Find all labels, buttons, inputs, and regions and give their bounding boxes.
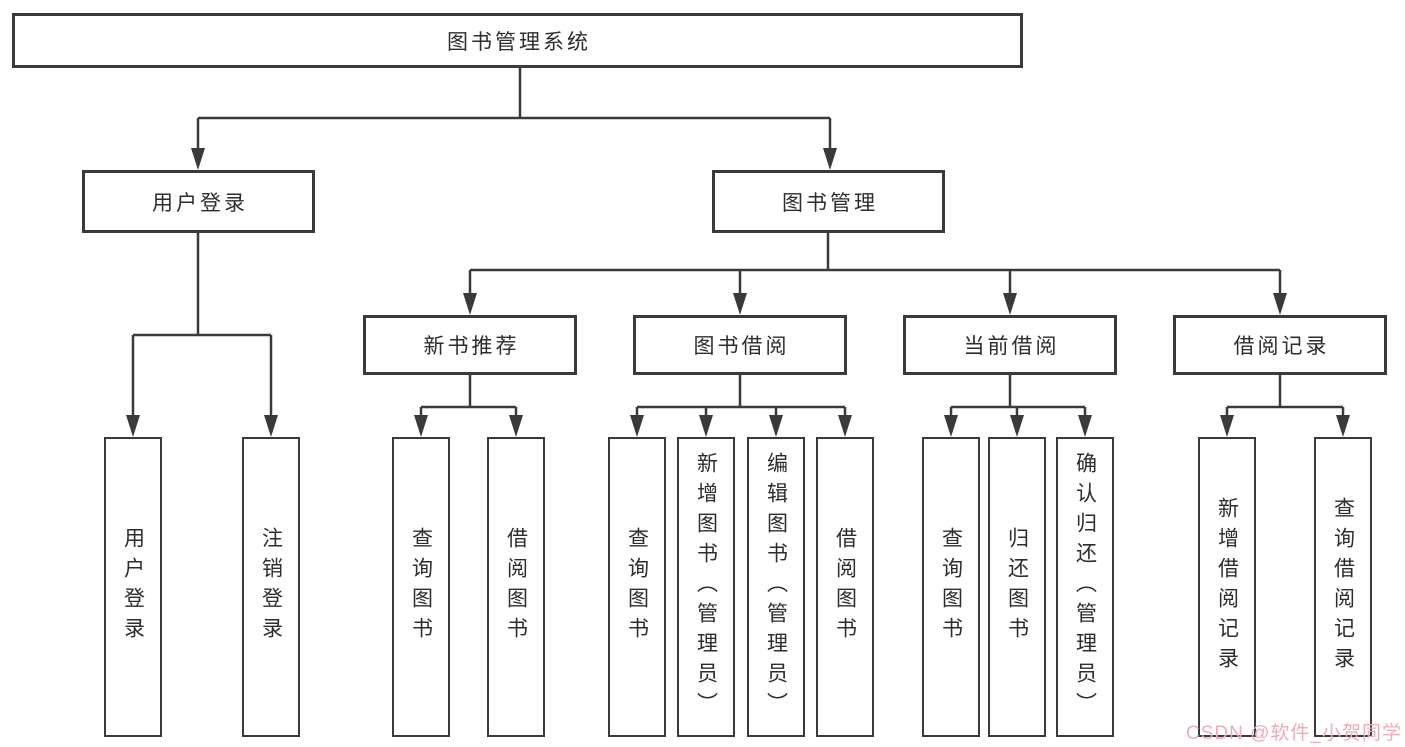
leaf-confirm-return-admin: 确认归还（管理员）: [1056, 437, 1114, 737]
leaf-query-books-recommend: 查询图书: [392, 437, 450, 737]
leaf-add-borrow-record: 新增借阅记录: [1198, 437, 1256, 737]
branch-book-management: 图书管理: [712, 170, 945, 233]
section-book-borrow: 图书借阅: [633, 315, 847, 375]
branch-user-login: 用户登录: [82, 170, 315, 233]
leaf-query-borrow-record: 查询借阅记录: [1314, 437, 1372, 737]
leaf-borrow-books-recommend: 借阅图书: [487, 437, 545, 737]
leaf-query-books-current: 查询图书: [922, 437, 980, 737]
leaf-query-books-borrow: 查询图书: [608, 437, 666, 737]
section-new-book-recommend: 新书推荐: [363, 315, 577, 375]
leaf-edit-books-admin: 编辑图书（管理员）: [747, 437, 805, 737]
leaf-add-books-admin: 新增图书（管理员）: [677, 437, 735, 737]
leaf-logout: 注销登录: [242, 437, 300, 737]
leaf-return-books: 归还图书: [988, 437, 1046, 737]
section-borrow-records: 借阅记录: [1173, 315, 1387, 375]
section-current-borrow: 当前借阅: [903, 315, 1117, 375]
root-node-library-system: 图书管理系统: [12, 13, 1023, 68]
csdn-watermark: CSDN @软件_小贺同学: [1186, 723, 1402, 744]
leaf-user-login: 用户登录: [104, 437, 162, 737]
leaf-borrow-books: 借阅图书: [816, 437, 874, 737]
